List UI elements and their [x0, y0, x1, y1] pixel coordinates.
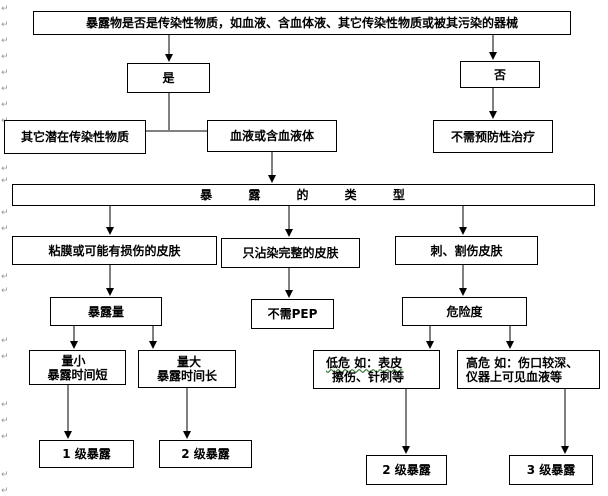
paragraph-mark: ↵: [1, 336, 9, 346]
no-box: 否: [460, 61, 540, 88]
level1-box: 1 级暴露: [39, 440, 134, 468]
high-risk-line2: 仪器上可见血液等: [466, 369, 563, 384]
no-pep-text: 不需PEP: [267, 307, 318, 321]
other-infectious-text: 其它潜在传染性物质: [20, 130, 129, 144]
small-amount-line2: 暴露时间短: [47, 367, 108, 382]
paragraph-mark: ↵: [1, 20, 9, 30]
paragraph-mark: ↵: [1, 100, 9, 110]
low-risk-line2: 擦伤、针刺等: [332, 369, 405, 384]
puncture-box: 刺、割伤皮肤: [395, 236, 538, 265]
risk-text: 危险度: [446, 304, 483, 319]
paragraph-mark: ↵: [1, 486, 9, 496]
level1-text: 1 级暴露: [62, 447, 111, 461]
intact-skin-text: 只沾染完整的皮肤: [242, 246, 339, 260]
yes-box: 是: [127, 63, 210, 93]
high-risk-box: 高危 如：伤口较深、 仪器上可见血液等: [457, 350, 600, 389]
high-risk-line1: 高危 如：伤口较深、: [466, 355, 579, 370]
yes-text: 是: [162, 71, 175, 85]
paragraph-mark: ↵: [1, 352, 9, 362]
risk-box: 危险度: [402, 297, 527, 326]
paragraph-mark: ↵: [1, 84, 9, 94]
level2a-text: 2 级暴露: [181, 447, 230, 461]
small-amount-box: 量小 暴露时间短: [29, 350, 126, 385]
mucosa-text: 粘膜或可能有损伤的皮肤: [48, 243, 181, 258]
exposure-type-text: 暴 露 的 类 型: [200, 188, 407, 202]
paragraph-mark: ↵: [1, 400, 9, 410]
paragraph-mark: ↵: [1, 272, 9, 282]
paragraph-mark: ↵: [1, 208, 9, 218]
paragraph-mark: ↵: [1, 416, 9, 426]
low-risk-box: 低危 如：表皮 擦伤、针刺等: [313, 350, 440, 389]
exposure-amount-box: 暴露量: [50, 297, 162, 326]
paragraph-mark: ↵: [1, 176, 9, 186]
paragraph-mark: ↵: [1, 36, 9, 46]
no-prophylaxis-text: 不需预防性治疗: [450, 129, 535, 144]
large-amount-line2: 暴露时间长: [156, 369, 217, 383]
root-question-box: 暴露物是否是传染性物质，如血液、含血体液、其它传染性物质或被其污染的器械: [33, 11, 571, 35]
level2a-box: 2 级暴露: [159, 440, 252, 468]
root-question-text: 暴露物是否是传染性物质，如血液、含血体液、其它传染性物质或被其污染的器械: [85, 16, 518, 30]
other-infectious-box: 其它潜在传染性物质: [4, 120, 146, 154]
paragraph-mark: ↵: [1, 432, 9, 442]
blood-text: 血液或含血液体: [229, 129, 314, 143]
paragraph-mark: ↵: [1, 4, 9, 14]
level2b-box: 2 级暴露: [366, 455, 447, 485]
intact-skin-box: 只沾染完整的皮肤: [221, 238, 360, 268]
no-pep-box: 不需PEP: [251, 299, 334, 329]
paragraph-mark: ↵: [1, 224, 9, 234]
level3-text: 3 级暴露: [526, 463, 576, 477]
low-risk-line1-text: 低危 如：表皮: [326, 355, 403, 370]
exposure-type-box: 暴 露 的 类 型: [12, 184, 595, 206]
exposure-amount-text: 暴露量: [87, 304, 124, 319]
paragraph-mark: ↵: [1, 164, 9, 174]
small-amount-line1: 量小: [61, 353, 86, 368]
paragraph-mark: ↵: [1, 470, 9, 480]
paragraph-mark: ↵: [1, 68, 9, 78]
blood-box: 血液或含血液体: [207, 120, 337, 152]
paragraph-mark: ↵: [1, 286, 9, 296]
low-risk-line1: 低危 如：表皮: [326, 356, 404, 370]
large-amount-box: 量大 暴露时间长: [138, 350, 236, 388]
large-amount-line1: 量大: [176, 355, 201, 369]
no-text: 否: [493, 67, 506, 82]
no-prophylaxis-box: 不需预防性治疗: [433, 120, 553, 153]
mucosa-box: 粘膜或可能有损伤的皮肤: [12, 236, 217, 265]
puncture-text: 刺、割伤皮肤: [430, 243, 503, 258]
level3-box: 3 级暴露: [509, 455, 593, 485]
paragraph-mark: ↵: [1, 52, 9, 62]
level2b-text: 2 级暴露: [382, 463, 431, 477]
